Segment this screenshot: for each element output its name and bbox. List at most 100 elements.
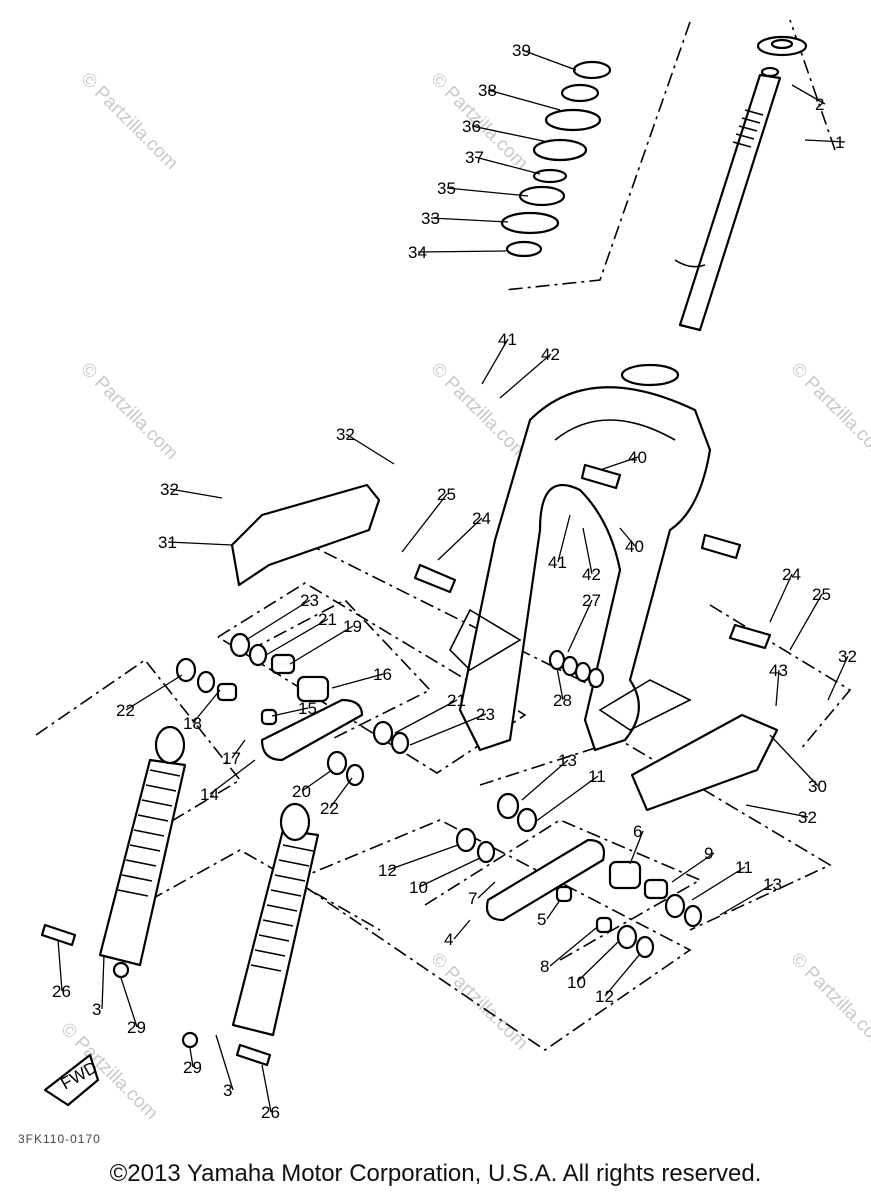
- callout-22: 22: [116, 701, 135, 720]
- leader-line: [619, 527, 636, 547]
- watermark-text: © Partzilla.com: [786, 949, 871, 1054]
- callout-20: 20: [292, 782, 311, 801]
- leader-line: [189, 1047, 194, 1068]
- watermark-text: © Partzilla.com: [76, 69, 181, 174]
- leader-line: [557, 514, 571, 563]
- right-link-parts: [455, 649, 703, 959]
- callout-8: 8: [540, 957, 549, 976]
- callout-39: 39: [512, 41, 531, 60]
- leader-line: [791, 84, 826, 105]
- callout-14: 14: [200, 785, 219, 804]
- leader-line: [401, 493, 448, 553]
- bearing-stack: [500, 60, 612, 258]
- leader-line: [827, 655, 849, 701]
- leader-line: [261, 1064, 272, 1113]
- callout-31: 31: [158, 533, 177, 552]
- leader-line: [437, 517, 483, 561]
- leader-line: [209, 759, 256, 795]
- leader-line: [101, 954, 105, 1010]
- callout-5: 5: [537, 910, 546, 929]
- leader-line: [417, 250, 507, 253]
- leader-line: [245, 599, 311, 641]
- callout-10: 10: [409, 878, 428, 897]
- callout-32: 32: [160, 480, 179, 499]
- leader-line: [331, 673, 384, 689]
- callout-35: 35: [437, 179, 456, 198]
- callout-7: 7: [468, 889, 477, 908]
- leader-line: [745, 804, 809, 818]
- leader-line: [301, 769, 333, 792]
- callout-6: 6: [633, 822, 642, 841]
- leader-line: [446, 187, 529, 197]
- copyright-notice: ©2013 Yamaha Motor Corporation, U.S.A. A…: [109, 1160, 762, 1187]
- drawing-code: 3FK110-0170: [18, 1132, 101, 1146]
- callout-18: 18: [183, 714, 202, 733]
- watermark-text: © Partzilla.com: [426, 949, 531, 1054]
- callout-42: 42: [582, 565, 601, 584]
- leader-line: [125, 674, 183, 711]
- leader-line: [394, 699, 458, 734]
- leader-line: [167, 541, 233, 546]
- leader-line: [775, 669, 780, 707]
- callout-4: 4: [444, 930, 453, 949]
- leader-line: [481, 338, 509, 385]
- callout-32: 32: [336, 425, 355, 444]
- callout-38: 38: [478, 81, 497, 100]
- callout-41: 41: [548, 553, 567, 572]
- leader-line: [265, 618, 329, 656]
- leader-line: [804, 139, 846, 143]
- callout-26: 26: [261, 1103, 280, 1122]
- left-link-parts: [175, 632, 410, 787]
- leader-line: [289, 625, 354, 665]
- leader-line: [169, 488, 223, 499]
- leader-line: [576, 941, 619, 983]
- leader-line: [477, 881, 496, 899]
- leader-line: [604, 953, 641, 997]
- callout-30: 30: [808, 777, 827, 796]
- callout-29: 29: [127, 1018, 146, 1037]
- callout-28: 28: [553, 691, 572, 710]
- callout-1: 1: [835, 133, 844, 152]
- leader-line: [215, 1034, 234, 1091]
- leader-line: [582, 527, 593, 575]
- leader-line: [192, 689, 221, 724]
- leader-line: [271, 707, 309, 717]
- callout-37: 37: [465, 148, 484, 167]
- callout-26: 26: [52, 982, 71, 1001]
- leader-line: [499, 353, 552, 399]
- leader-line: [474, 156, 541, 175]
- bolts: [40, 463, 772, 1067]
- leader-line: [629, 830, 644, 865]
- leader-line: [769, 734, 819, 787]
- leader-line: [556, 667, 564, 701]
- leader-line: [534, 775, 599, 823]
- callout-12: 12: [378, 861, 397, 880]
- callout-2: 2: [815, 95, 824, 114]
- leader-line: [546, 899, 561, 920]
- callout-22: 22: [320, 799, 339, 818]
- leader-line: [691, 866, 746, 901]
- front-suspension-exploded-diagram: © Partzilla.com © Partzilla.com © Partzill…: [35, 19, 871, 1124]
- watermark-layer: © Partzilla.com © Partzilla.com © Partzill…: [56, 69, 871, 1124]
- leader-line: [599, 456, 639, 471]
- fork-body: [449, 363, 712, 752]
- leader-line: [387, 844, 459, 871]
- leader-line: [521, 49, 577, 71]
- leader-line: [430, 217, 509, 223]
- steering-stem: [674, 35, 808, 332]
- leader-line: [789, 593, 823, 651]
- leader-line: [345, 433, 395, 465]
- leader-line: [453, 919, 471, 940]
- leader-line: [567, 599, 593, 653]
- callout-9: 9: [704, 844, 713, 863]
- leader-line: [231, 739, 246, 759]
- callout-3: 3: [92, 1000, 101, 1019]
- fwd-arrow-icon: FWD: [43, 1053, 101, 1107]
- leader-line: [471, 125, 549, 143]
- leader-line: [329, 777, 353, 809]
- callout-34: 34: [408, 243, 427, 262]
- leader-line: [549, 927, 597, 967]
- callout-12: 12: [595, 987, 614, 1006]
- leader-line: [671, 852, 715, 883]
- watermark-text: © Partzilla.com: [426, 359, 531, 464]
